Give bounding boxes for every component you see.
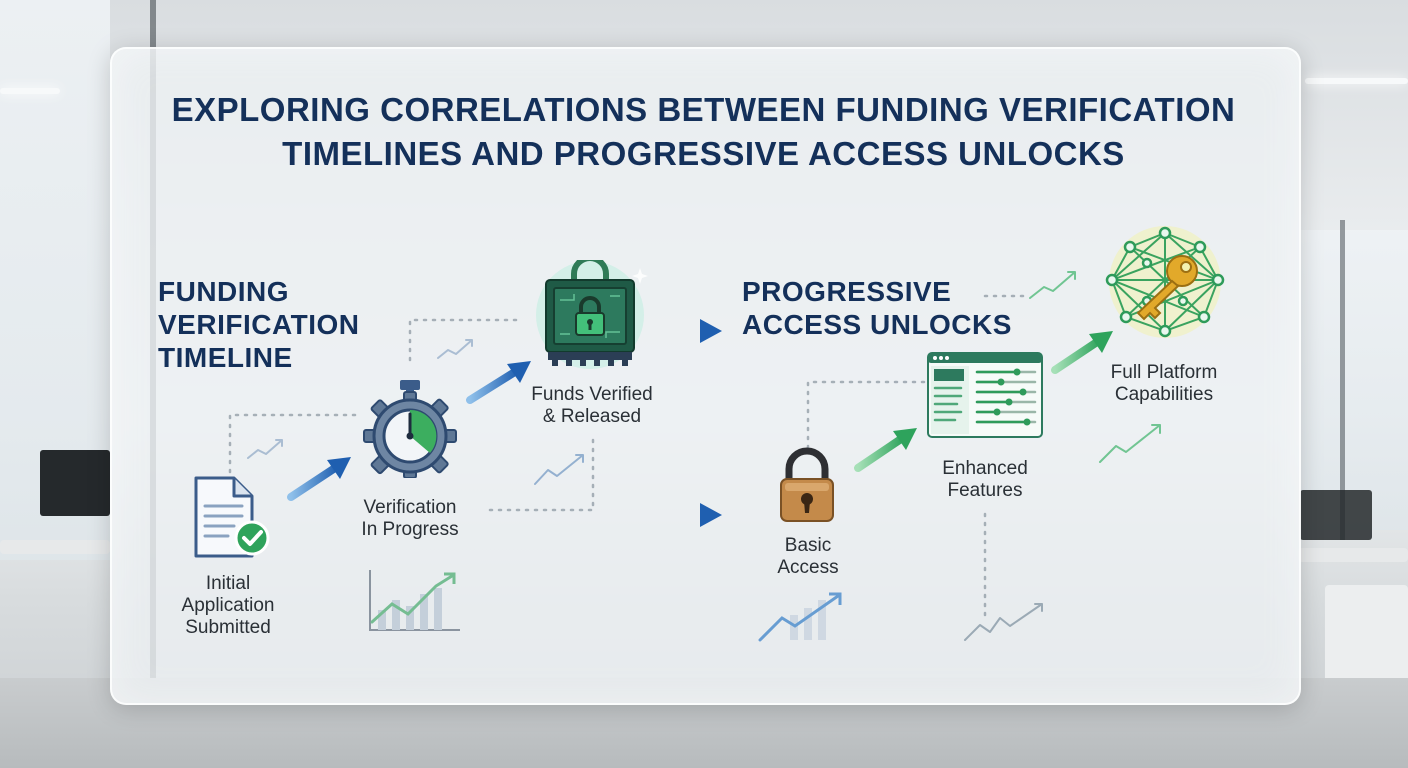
step-label-in-progress: Verification In Progress: [361, 497, 459, 540]
dotted-guide-line: [228, 413, 357, 474]
arrow-basic-to-enhanced: [854, 428, 917, 472]
trend-line-icon: [437, 339, 473, 359]
arrow-released-to-access: [648, 319, 722, 343]
section-access-heading: PROGRESSIVE ACCESS UNLOCKS: [742, 276, 1012, 340]
glass-panel: [110, 47, 1301, 705]
mini-trend-chart-icon: [758, 592, 842, 642]
window-frame-right: [1340, 220, 1345, 540]
office-window-right: [1300, 230, 1408, 530]
arrow-enhanced-to-full: [1051, 331, 1113, 374]
trend-line-icon: [964, 603, 1043, 641]
arrow-submitted-to-progress: [287, 457, 351, 501]
dotted-guide-line: [488, 438, 595, 512]
background-desk: [1298, 548, 1408, 562]
trend-line-icon: [534, 454, 584, 485]
background-monitor: [40, 450, 110, 516]
arrow-timeline-to-basic: [626, 503, 722, 527]
padlock-icon: [775, 445, 839, 525]
background-desk: [0, 540, 110, 554]
stopwatch-gear-icon: [360, 378, 460, 479]
arrow-progress-to-released: [466, 361, 531, 404]
step-label-enhanced: Enhanced Features: [942, 458, 1028, 501]
dotted-guide-line: [806, 380, 932, 450]
dashboard-panel-icon: [927, 352, 1043, 438]
section-funding-heading: FUNDING VERIFICATION TIMELINE: [158, 276, 360, 373]
mini-bar-chart-icon: [369, 570, 460, 631]
step-label-submitted: Initial Application Submitted: [181, 573, 275, 638]
ceiling-light: [1305, 78, 1408, 84]
document-check-icon: [190, 472, 270, 562]
ceiling-light: [0, 88, 60, 94]
trend-line-icon: [1099, 424, 1161, 463]
page-title: EXPLORING CORRELATIONS BETWEEN FUNDING V…: [171, 91, 1236, 172]
vault-lock-icon: [530, 255, 650, 370]
step-label-basic: Basic Access: [777, 535, 839, 578]
trend-line-icon: [1029, 271, 1076, 299]
network-key-icon: [1100, 225, 1230, 340]
step-label-released: Funds Verified & Released: [531, 384, 653, 427]
trend-line-icon: [247, 439, 283, 459]
step-label-full: Full Platform Capabilities: [1110, 362, 1218, 405]
background-monitor: [1300, 490, 1372, 540]
